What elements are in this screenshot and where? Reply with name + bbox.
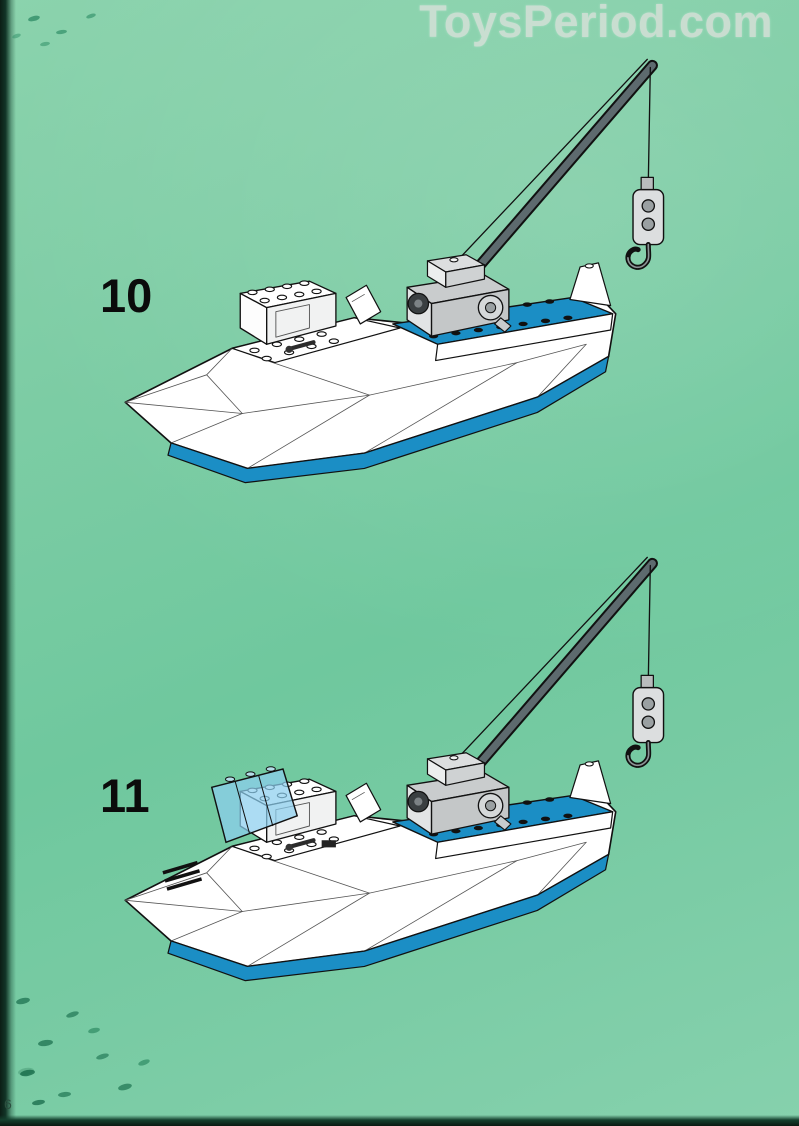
page-number: 6: [4, 1096, 12, 1112]
black-plate: [321, 840, 336, 848]
fish-speck: [27, 14, 41, 23]
fish-speck: [37, 1038, 54, 1048]
fish-speck: [137, 1058, 151, 1067]
step-11-label: 11: [100, 769, 150, 822]
fish-speck: [31, 1099, 46, 1106]
fish-speck: [117, 1082, 133, 1092]
scan-edge-left: [0, 0, 16, 1126]
step-10-label: 10: [100, 269, 153, 322]
step-11-figure: [110, 548, 690, 988]
bow-grille: [162, 860, 203, 891]
fish-speck: [85, 12, 97, 20]
fish-speck: [55, 29, 68, 35]
fish-speck: [39, 41, 51, 47]
fish-speck: [87, 1026, 101, 1035]
scan-edge-bottom: [0, 1115, 799, 1126]
watermark: ToysPeriod.com: [419, 0, 773, 47]
step-10-figure: [110, 50, 690, 490]
fish-speck: [65, 1010, 80, 1019]
windshield: [210, 766, 299, 844]
fish-speck: [95, 1052, 110, 1061]
fish-speck: [15, 996, 31, 1006]
fish-speck: [57, 1091, 72, 1098]
